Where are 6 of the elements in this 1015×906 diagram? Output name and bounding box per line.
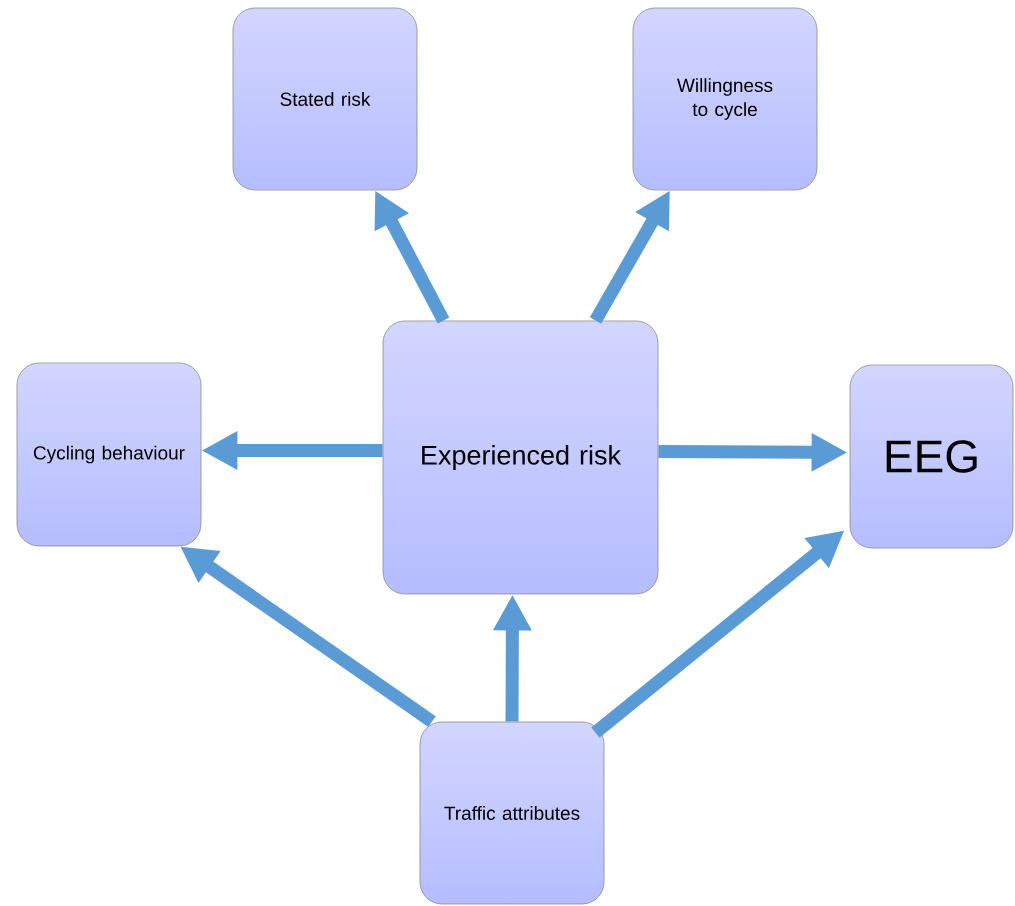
process-box: Stated risk xyxy=(232,7,418,191)
process-box: Experienced risk xyxy=(382,320,659,595)
process-box: Cycling behaviour xyxy=(16,362,202,547)
process-box: EEG xyxy=(849,364,1014,549)
process-box: Traffic attributes xyxy=(419,721,605,905)
process-box: Willingness to cycle xyxy=(632,7,818,191)
